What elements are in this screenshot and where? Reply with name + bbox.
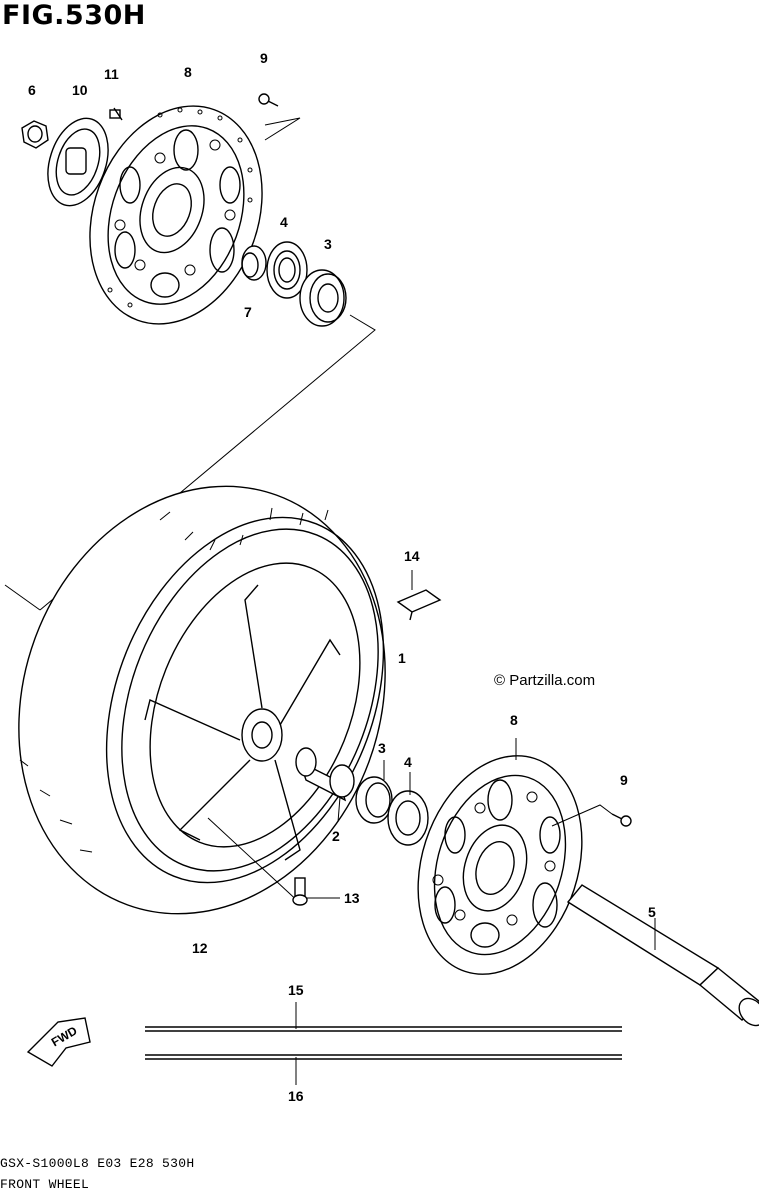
part-11-screw	[109, 107, 123, 121]
part-13-tire-valve	[292, 877, 340, 906]
figure-title: FIG.530H	[2, 0, 146, 31]
callout-5: 5	[648, 904, 656, 920]
part-4-oil-seal-upper	[266, 241, 308, 299]
part-3-bearing-upper	[299, 269, 347, 327]
callout-14: 14	[404, 548, 420, 564]
part-9-disc-bolt-lower	[551, 804, 632, 827]
callout-16: 16	[288, 1088, 304, 1104]
callout-8-upper: 8	[184, 64, 192, 80]
callout-9-upper: 9	[260, 50, 268, 66]
part-9-disc-bolt-upper	[258, 93, 279, 107]
part-5-front-axle	[566, 884, 759, 1027]
part-12-front-wheel-tire	[18, 485, 386, 915]
callout-10: 10	[72, 82, 88, 98]
part-8-brake-disc-lower	[417, 738, 583, 975]
footer-section-name: FRONT WHEEL	[0, 1177, 90, 1192]
callout-8-lower: 8	[510, 712, 518, 728]
callout-3-lower: 3	[378, 740, 386, 756]
callout-2: 2	[332, 828, 340, 844]
callout-6: 6	[28, 82, 36, 98]
part-6-hub-nut	[21, 120, 49, 149]
part-10-sensor-rotor	[47, 117, 109, 207]
part-4-oil-seal-lower	[387, 772, 429, 846]
callout-4-lower: 4	[404, 754, 412, 770]
part-2-hub-spacer	[295, 747, 355, 823]
copyright-notice: © Partzilla.com	[494, 672, 596, 689]
part-14-balancer-weight	[396, 570, 442, 621]
callout-7: 7	[244, 304, 252, 320]
callout-15: 15	[288, 982, 304, 998]
callout-9-lower: 9	[620, 772, 628, 788]
fwd-direction-arrow: FWD	[26, 1017, 91, 1067]
part-3-bearing-lower	[355, 760, 393, 824]
callout-12: 12	[192, 940, 208, 956]
part-8-brake-disc-upper	[89, 105, 263, 325]
part-15-cable	[145, 1002, 622, 1032]
part-7-spacer	[241, 245, 267, 281]
callout-13: 13	[344, 890, 360, 906]
footer-model-code: GSX-S1000L8 E03 E28 530H	[0, 1156, 195, 1171]
callout-1: 1	[398, 650, 406, 666]
part-16-cable	[145, 1054, 622, 1085]
callout-4-upper: 4	[280, 214, 288, 230]
callout-3-upper: 3	[324, 236, 332, 252]
callout-11: 11	[104, 66, 119, 82]
